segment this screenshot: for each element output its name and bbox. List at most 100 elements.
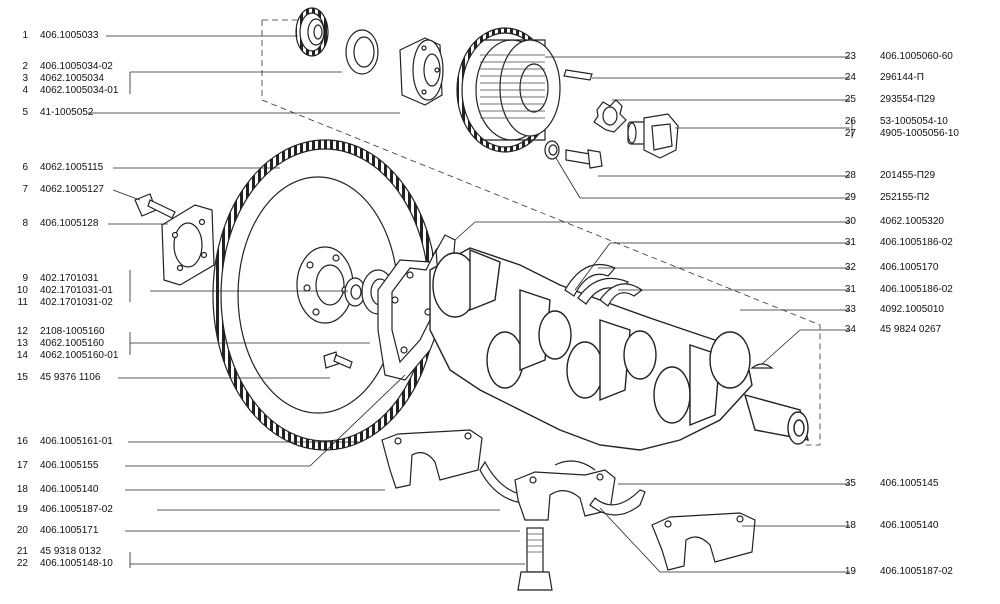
callout-number: 7 — [22, 184, 28, 195]
callout-number: 19 — [844, 566, 856, 577]
callout-number: 28 — [844, 170, 856, 181]
callout-part-code: 406.1005140 — [40, 484, 99, 495]
leader-lines-left — [88, 35, 525, 568]
callout-number: 25 — [844, 94, 856, 105]
callout-number: 5 — [22, 107, 28, 118]
callout-part-code: 4062.1005115 — [40, 162, 104, 173]
callout-part-code: 402.1701031 — [40, 273, 99, 284]
callout-part-code: 406.1005140 — [880, 520, 939, 531]
callout-part-code: 406.1005187-02 — [40, 504, 113, 515]
main-bearing-cap-right-part — [651, 512, 756, 571]
key-part — [563, 69, 593, 81]
callout-number: 24 — [844, 72, 856, 83]
crankshaft-part — [429, 247, 809, 451]
callout-number: 21 — [16, 546, 28, 557]
callout-part-code: 406.1005161-01 — [40, 436, 113, 447]
callout-part-code: 4092.1005010 — [880, 304, 944, 315]
callout-part-code: 406.1005145 — [880, 478, 939, 489]
upper-bearing-shells-part — [564, 263, 644, 307]
callout-number: 18 — [16, 484, 28, 495]
callout-part-code: 45 9376 1106 — [40, 372, 101, 383]
washer-part — [544, 140, 560, 160]
callout-part-code: 406.1005171 — [40, 525, 99, 536]
callout-number: 12 — [16, 326, 28, 337]
callout-number: 20 — [16, 525, 28, 536]
callout-number: 14 — [16, 350, 28, 361]
callout-part-code: 4062.1005034-01 — [40, 85, 119, 96]
callout-part-code: 406.1005186-02 — [880, 237, 953, 248]
crank-key-part — [750, 363, 774, 369]
callout-part-code: 4062.1005160-01 — [40, 350, 119, 361]
callout-part-code: 406.1005128 — [40, 218, 99, 229]
main-bearing-cap-left-part — [381, 429, 483, 489]
pulley-bolt-part — [565, 149, 603, 169]
assembly-axis-lines — [261, 19, 821, 446]
callout-number: 26 — [844, 116, 856, 127]
crank-sprocket-part — [295, 7, 329, 57]
damper-pulley-part — [456, 27, 561, 153]
callout-number: 9 — [22, 273, 28, 284]
callout-number: 29 — [844, 192, 856, 203]
seal-holder-bolt-part — [323, 351, 353, 369]
callout-part-code: 406.1005034-02 — [40, 61, 113, 72]
callout-number: 15 — [16, 372, 28, 383]
callout-part-code: 45 9824 0267 — [880, 324, 942, 335]
callout-number: 4 — [22, 85, 28, 96]
callout-part-code: 4062.1005034 — [40, 73, 104, 84]
callout-number: 23 — [844, 51, 856, 62]
callout-number: 34 — [844, 324, 856, 335]
callout-number: 19 — [16, 504, 28, 515]
callout-number: 30 — [844, 216, 856, 227]
callout-number: 16 — [16, 436, 28, 447]
callout-part-code: 201455-П29 — [880, 170, 936, 181]
callout-part-code: 45 9318 0132 — [40, 546, 102, 557]
callout-part-code: 4062.1005320 — [880, 216, 944, 227]
callout-number: 3 — [22, 73, 28, 84]
callout-part-code: 406.1005060-60 — [880, 51, 953, 62]
callout-number: 6 — [22, 162, 28, 173]
callout-part-code: 252155-П2 — [880, 192, 930, 203]
callout-part-code: 293554-П29 — [880, 94, 936, 105]
callout-part-code: 406.1005170 — [880, 262, 939, 273]
callout-part-code: 4905-1005056-10 — [880, 128, 959, 139]
seal-ring-part — [345, 29, 379, 75]
callout-number: 31 — [844, 237, 856, 248]
callout-part-code: 4062.1005127 — [40, 184, 104, 195]
callout-number: 10 — [16, 285, 28, 296]
pulley-hub-part — [399, 37, 444, 106]
leader-lines-right — [454, 56, 853, 573]
flywheel-part — [212, 139, 438, 451]
callout-number: 31 — [844, 284, 856, 295]
callout-part-code: 406.1005187-02 — [880, 566, 953, 577]
callout-part-code: 53-1005054-10 — [880, 116, 948, 127]
main-cap-bolt-part — [517, 527, 553, 591]
thrust-cap-part — [479, 460, 616, 521]
callout-part-code: 406.1005155 — [40, 460, 99, 471]
callout-part-code: 402.1701031-01 — [40, 285, 113, 296]
ratchet-nut-part — [627, 113, 679, 159]
callout-part-code: 4062.1005160 — [40, 338, 104, 349]
callout-part-code: 406.1005148-10 — [40, 558, 113, 569]
pilot-bearing-part — [344, 277, 366, 307]
thrust-washer-part — [589, 489, 646, 516]
callout-number: 17 — [16, 460, 28, 471]
callout-part-code: 41-1005052 — [40, 107, 94, 118]
callout-number: 27 — [844, 128, 856, 139]
callout-number: 18 — [844, 520, 856, 531]
callout-part-code: 406.1005186-02 — [880, 284, 953, 295]
callout-number: 8 — [22, 218, 28, 229]
lock-washer-part — [593, 99, 627, 133]
callout-part-code: 296144-П — [880, 72, 924, 83]
callout-part-code: 406.1005033 — [40, 30, 99, 41]
washer-plate-part — [161, 204, 215, 286]
callout-part-code: 402.1701031-02 — [40, 297, 113, 308]
callout-part-code: 2108-1005160 — [40, 326, 105, 337]
callout-number: 35 — [844, 478, 856, 489]
callout-number: 32 — [844, 262, 856, 273]
callout-number: 33 — [844, 304, 856, 315]
callout-number: 22 — [16, 558, 28, 569]
callout-number: 1 — [22, 30, 28, 41]
callout-number: 2 — [22, 61, 28, 72]
callout-number: 11 — [17, 297, 28, 308]
